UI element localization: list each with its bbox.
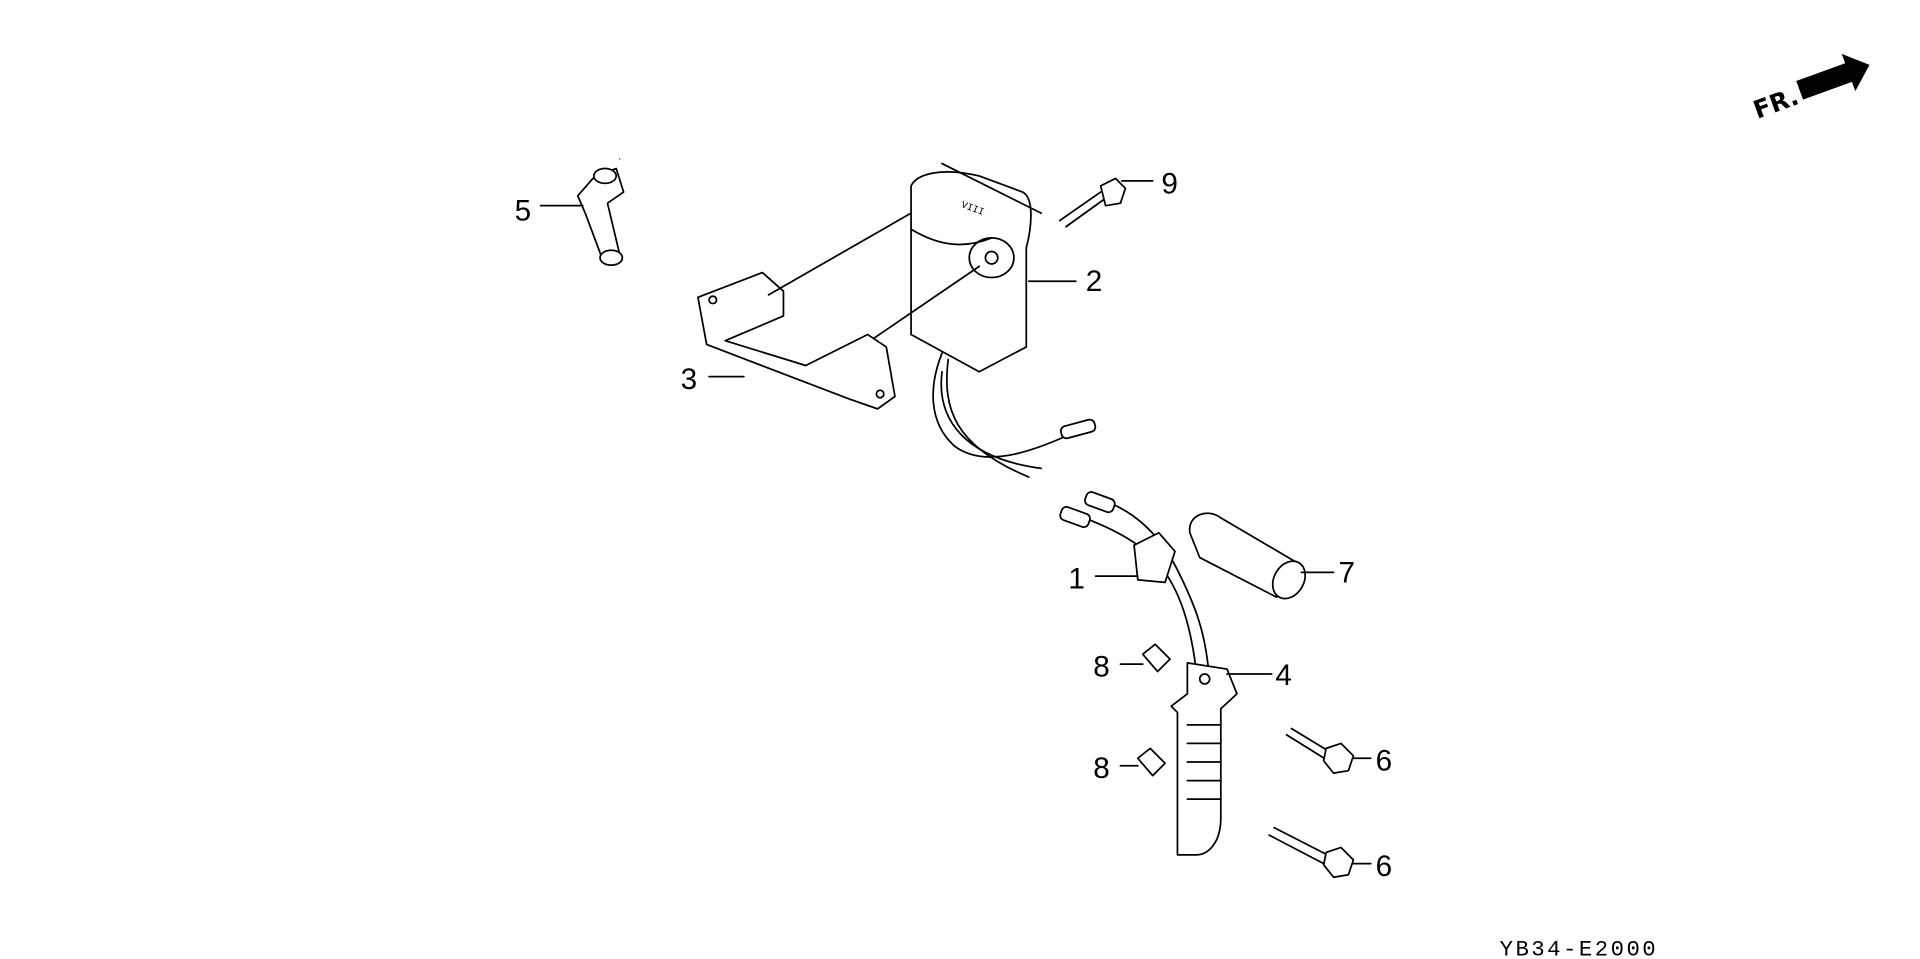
callout-4[interactable]: 4 bbox=[1275, 659, 1292, 692]
diagram-code: YB34-E2000 bbox=[1500, 936, 1659, 959]
callout-5[interactable]: 5 bbox=[515, 195, 532, 228]
callout-8-lower[interactable]: 8 bbox=[1093, 752, 1110, 785]
ignition-coil: VIII bbox=[767, 162, 1097, 478]
arrow-icon bbox=[1796, 53, 1870, 100]
callout-9[interactable]: 9 bbox=[1161, 167, 1178, 200]
callout-2[interactable]: 2 bbox=[1086, 265, 1103, 298]
pulser-coil bbox=[1059, 491, 1238, 856]
bolt-9 bbox=[1058, 177, 1127, 228]
protective-tube bbox=[1188, 512, 1307, 600]
flange-bolt-upper bbox=[1285, 727, 1355, 775]
callout-7[interactable]: 7 bbox=[1339, 556, 1356, 589]
collar-lower bbox=[1136, 747, 1166, 777]
callout-3[interactable]: 3 bbox=[681, 363, 698, 396]
collar-upper bbox=[1141, 643, 1171, 673]
callout-6-lower[interactable]: 6 bbox=[1376, 850, 1393, 883]
leader-lines bbox=[539, 180, 1372, 865]
callout-8-upper[interactable]: 8 bbox=[1093, 651, 1110, 684]
flange-bolt-lower bbox=[1268, 826, 1355, 879]
spark-plug-cap bbox=[576, 108, 919, 267]
direction-label: FR. bbox=[1749, 82, 1802, 125]
front-direction-arrow: FR. bbox=[1749, 53, 1870, 125]
callout-1[interactable]: 1 bbox=[1068, 563, 1085, 596]
coil-bracket bbox=[697, 271, 896, 410]
callout-6-upper[interactable]: 6 bbox=[1376, 745, 1393, 778]
callouts: 5 9 2 3 1 7 8 4 6 8 6 bbox=[515, 167, 1393, 883]
